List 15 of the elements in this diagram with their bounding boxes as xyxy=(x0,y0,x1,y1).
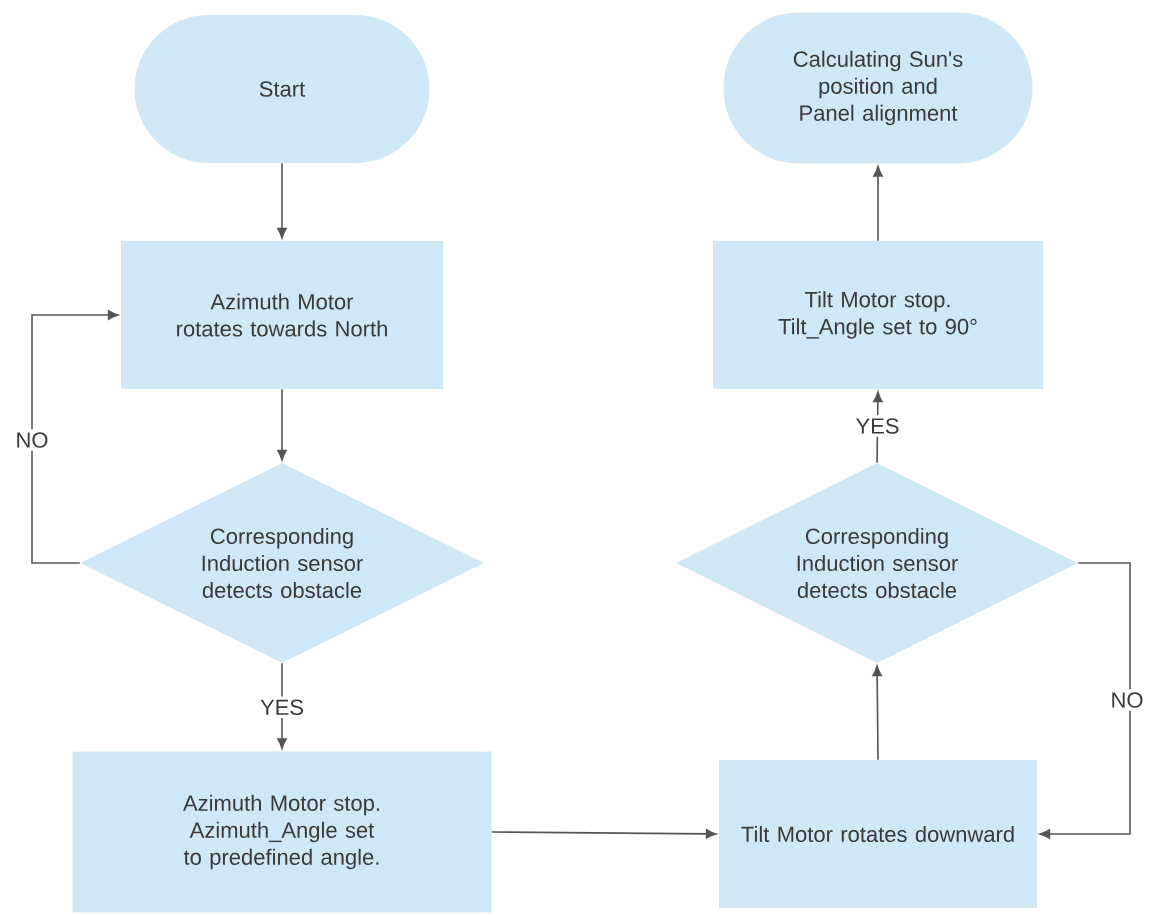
arrow xyxy=(1039,562,1131,839)
arrow xyxy=(873,165,883,242)
process-box: Azimuth Motor stop. Azimuth_Angle set to predefined angle. xyxy=(72,751,492,913)
edge-label: NO xyxy=(1107,689,1147,711)
edge-label: YES xyxy=(852,415,903,437)
edge-label: NO xyxy=(12,429,52,451)
arrow xyxy=(872,665,882,761)
process-box: Tilt Motor rotates downward xyxy=(719,760,1037,908)
arrow xyxy=(277,162,287,239)
arrow xyxy=(31,310,119,564)
edge-label: YES xyxy=(257,696,307,719)
arrow xyxy=(277,388,287,461)
process-box: Tilt Motor stop. Tilt_Angle set to 90° xyxy=(713,241,1043,389)
arrow xyxy=(490,829,717,839)
process-box: Azimuth Motor rotates towards North xyxy=(121,241,443,389)
